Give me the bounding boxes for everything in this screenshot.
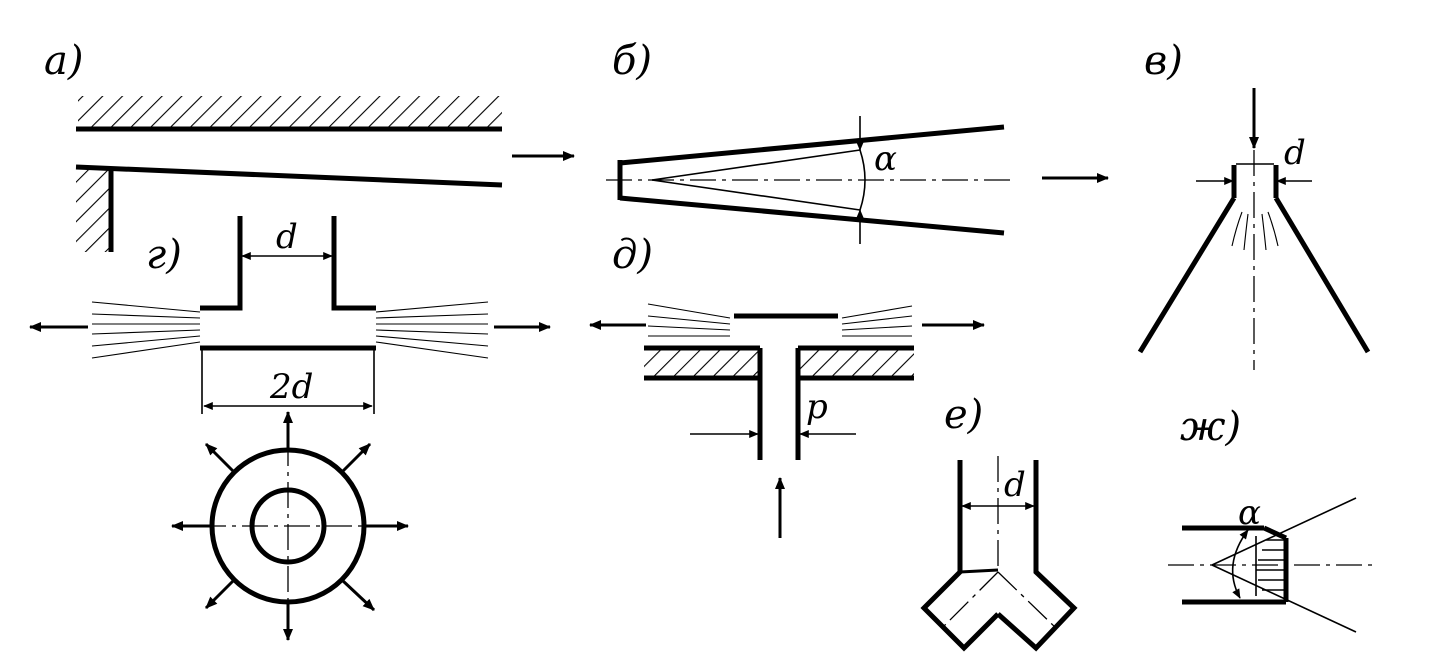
dim-label-2d: 2d [269, 367, 313, 407]
panel-label-g: г) [146, 232, 182, 278]
inlet-pipe-right [331, 216, 376, 311]
slot-lower-edge [75, 164, 503, 188]
panel-zh: ж) α [1168, 404, 1376, 633]
y-outer-right [996, 460, 1078, 652]
panel-v: в) d [1137, 38, 1371, 370]
axis-e-left [939, 571, 999, 631]
angle-arc [859, 149, 866, 211]
y-outer-left [920, 460, 1000, 652]
jet-boundary-upper [651, 149, 861, 181]
axis-e-right [997, 571, 1059, 631]
panel-e: е) d [920, 392, 1078, 652]
panel-label-a: а) [44, 38, 83, 84]
inlet-pipe-left [200, 216, 243, 311]
cone-upper-wall [619, 124, 1005, 166]
bell-left [1137, 196, 1237, 354]
zh-angle-arc [1231, 529, 1249, 599]
y-crotch-left [959, 568, 999, 574]
panel-label-e: е) [944, 392, 983, 438]
jet-d-right [841, 305, 913, 337]
panel-label-v: в) [1144, 38, 1183, 84]
jet-boundary-lower [651, 179, 861, 211]
flow-stream-1 [1231, 211, 1243, 247]
cone-lower-wall [619, 195, 1005, 236]
upper-wall-hatch [78, 96, 502, 128]
panel-d: д) р [589, 232, 985, 538]
wall-hatch-right [800, 348, 914, 378]
dim-label-e: d [1004, 465, 1026, 505]
panel-b: б) α [606, 38, 1109, 244]
flow-stream-4 [1267, 211, 1279, 247]
panel-label-zh: ж) [1180, 404, 1241, 450]
panel-label-d: д) [612, 232, 653, 278]
angle-label-b: α [874, 139, 897, 179]
dim-label-d-g: d [276, 217, 298, 257]
plan-radial-arrows [171, 411, 409, 641]
flow-stream-2 [1243, 213, 1249, 251]
radial-jet-right [375, 301, 489, 359]
wall-hatch-left [644, 348, 758, 378]
panel-g: г) d 2d [29, 216, 551, 641]
radial-jet-left [91, 301, 201, 359]
panel-a: а) [44, 38, 575, 252]
bell-right [1273, 196, 1371, 354]
angle-label-zh: α [1238, 493, 1261, 533]
side-wall-hatch [76, 170, 110, 252]
jet-d-left [647, 303, 731, 337]
flow-stream-3 [1261, 213, 1267, 251]
panel-label-b: б) [612, 38, 652, 84]
zh-taper-face [1262, 525, 1288, 541]
dim-label-v: d [1284, 133, 1306, 173]
dim-label-d: р [806, 387, 828, 427]
